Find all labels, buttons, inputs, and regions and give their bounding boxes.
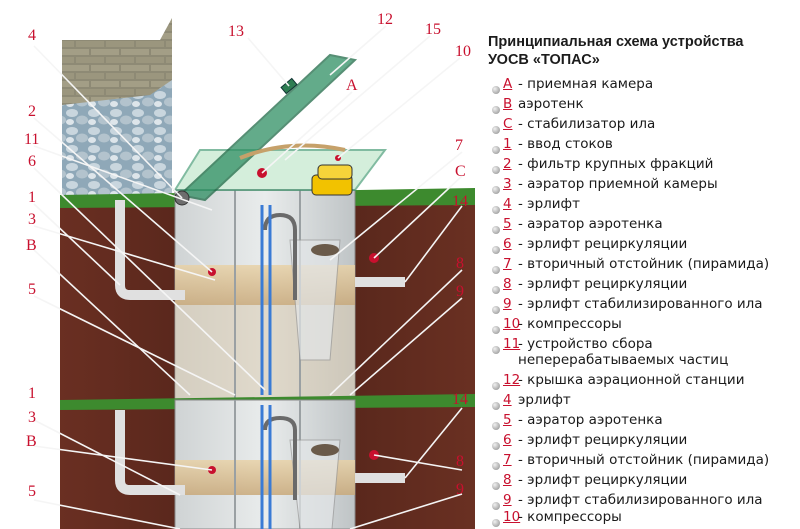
callouts: 4 13 12 15 10 A 2 11 6 7 C 14 1 3 B 8 5 … bbox=[24, 11, 471, 500]
bullet-icon bbox=[492, 306, 500, 314]
callout-7: 7 bbox=[455, 137, 463, 154]
bullet-icon bbox=[492, 106, 500, 114]
legend-item: 1- ввод стоков bbox=[470, 136, 800, 156]
bullet-icon bbox=[492, 326, 500, 334]
legend-item: 6- эрлифт рециркуляции bbox=[470, 236, 800, 256]
legend-item: 9- эрлифт стабилизированного ила bbox=[470, 296, 800, 316]
callout-9-repeat: 9 bbox=[456, 481, 464, 498]
callout-14-repeat: 14 bbox=[452, 391, 468, 408]
bullet-icon bbox=[492, 442, 500, 450]
bullet-icon bbox=[492, 346, 500, 354]
callout-B-repeat: B bbox=[26, 433, 37, 450]
legend-item: 7- вторичный отстойник (пирамида) bbox=[470, 256, 800, 276]
callout-8: 8 bbox=[456, 255, 464, 272]
bullet-icon bbox=[492, 86, 500, 94]
legend-item: 8- эрлифт рециркуляции bbox=[470, 472, 800, 492]
diagram-lower bbox=[60, 394, 475, 529]
callout-5-repeat: 5 bbox=[28, 483, 36, 500]
callout-12: 12 bbox=[377, 11, 393, 28]
legend-item: 10- компрессоры bbox=[470, 509, 800, 529]
callout-6: 6 bbox=[28, 153, 36, 170]
compressors bbox=[311, 155, 353, 196]
legend-item: 9- эрлифт стабилизированного ила bbox=[470, 492, 800, 512]
legend-item: 6- эрлифт рециркуляции bbox=[470, 432, 800, 452]
legend-item: C- стабилизатор ила bbox=[470, 116, 800, 136]
callout-B: B bbox=[26, 237, 37, 254]
legend-title-line1: Принципиальная схема устройства bbox=[488, 34, 744, 50]
legend-item: 11- устройство сбора bbox=[470, 336, 800, 356]
legend-item: 7- вторичный отстойник (пирамида) bbox=[470, 452, 800, 472]
bullet-icon bbox=[492, 286, 500, 294]
legend-item: 8- эрлифт рециркуляции bbox=[470, 276, 800, 296]
callout-3-repeat: 3 bbox=[28, 409, 36, 426]
bullet-icon bbox=[492, 482, 500, 490]
bullet-icon bbox=[492, 422, 500, 430]
septic-station-diagram: 4 13 12 15 10 A 2 11 6 7 C 14 1 3 B 8 5 … bbox=[0, 0, 475, 529]
callout-14: 14 bbox=[452, 193, 468, 210]
legend-item: 5- аэратор аэротенка bbox=[470, 216, 800, 236]
callout-2: 2 bbox=[28, 103, 36, 120]
callout-10: 10 bbox=[455, 43, 471, 60]
callout-A: A bbox=[346, 77, 358, 94]
callout-3: 3 bbox=[28, 211, 36, 228]
legend-item: 10- компрессоры bbox=[470, 316, 800, 336]
legend-item: 5- аэратор аэротенка bbox=[470, 412, 800, 432]
callout-5: 5 bbox=[28, 281, 36, 298]
callout-11: 11 bbox=[24, 131, 39, 148]
lid bbox=[177, 53, 358, 202]
legend-item: 3- аэратор приемной камеры bbox=[470, 176, 800, 196]
diagram-upper bbox=[0, 0, 475, 401]
legend-item-11-continuation: неперерабатываемых частиц bbox=[518, 352, 729, 368]
bullet-icon bbox=[492, 246, 500, 254]
callout-lines bbox=[33, 25, 463, 529]
inlet-pipe bbox=[115, 200, 185, 300]
bullet-icon bbox=[492, 519, 500, 527]
bullet-icon bbox=[492, 206, 500, 214]
bullet-icon bbox=[492, 462, 500, 470]
bullet-icon bbox=[492, 126, 500, 134]
legend-item: 4- эрлифт bbox=[470, 196, 800, 216]
bullet-icon bbox=[492, 226, 500, 234]
bullet-icon bbox=[492, 382, 500, 390]
legend-title-line2: УОСВ «ТОПАС» bbox=[488, 52, 600, 68]
callout-9: 9 bbox=[456, 283, 464, 300]
bullet-icon bbox=[492, 146, 500, 154]
pyramid-settler bbox=[289, 239, 341, 361]
callout-8-repeat: 8 bbox=[456, 453, 464, 470]
callout-15: 15 bbox=[425, 21, 441, 38]
bullet-icon bbox=[492, 186, 500, 194]
bullet-icon bbox=[492, 166, 500, 174]
bullet-icon bbox=[492, 402, 500, 410]
callout-13: 13 bbox=[228, 23, 244, 40]
legend-title: Принципиальная схема устройства УОСВ «ТО… bbox=[488, 33, 798, 69]
legend-item: 2- фильтр крупных фракций bbox=[470, 156, 800, 176]
legend-item: 12- крышка аэрационной станции bbox=[470, 372, 800, 392]
callout-1-repeat: 1 bbox=[28, 385, 36, 402]
bullet-icon bbox=[492, 502, 500, 510]
callout-4: 4 bbox=[28, 27, 36, 44]
bullet-icon bbox=[492, 266, 500, 274]
callout-C: C bbox=[455, 163, 466, 180]
legend: Принципиальная схема устройства УОСВ «ТО… bbox=[470, 0, 800, 529]
legend-item: A- приемная камера bbox=[470, 76, 800, 96]
callout-1: 1 bbox=[28, 189, 36, 206]
